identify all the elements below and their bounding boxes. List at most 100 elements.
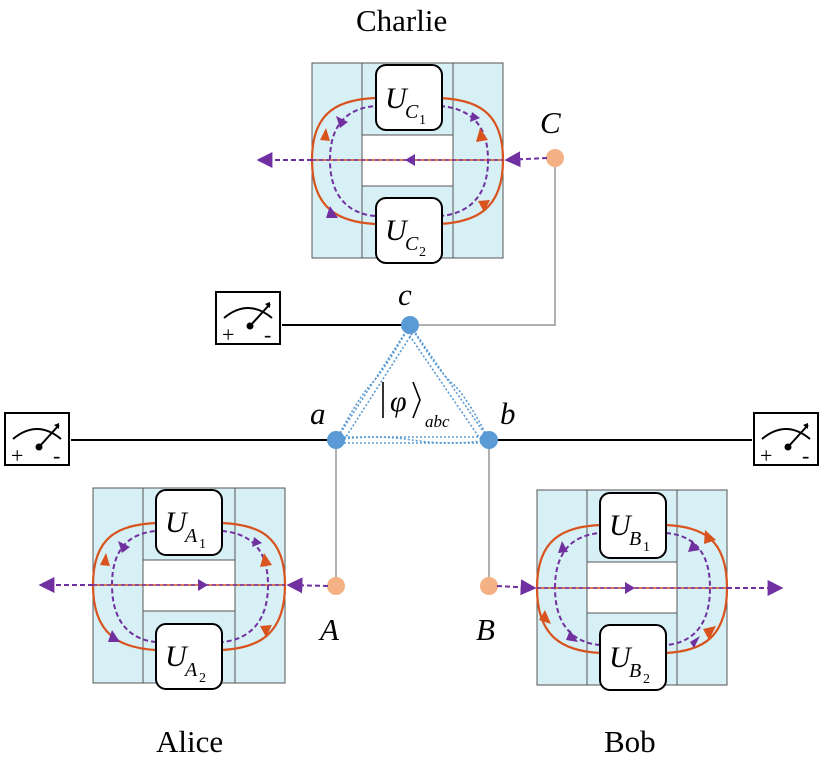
meter-a-minus: - <box>53 443 60 468</box>
meter-a-plus: + <box>11 443 23 468</box>
bob-u-bottom-index: 2 <box>643 672 650 687</box>
charlie-u-top-main: U <box>385 82 409 115</box>
charlie-arrow-2 <box>476 128 488 142</box>
state-subscript: abc <box>425 412 450 431</box>
alice-u-top-sub: A <box>183 525 198 547</box>
charlie-arrow-3 <box>478 200 490 212</box>
triangle-edge-bc-wave <box>409 324 490 441</box>
bob-purple-loop <box>554 532 712 646</box>
charlie-u-top-sub: C <box>405 101 419 123</box>
node-C <box>546 149 564 167</box>
alice-arrow-2 <box>260 553 272 567</box>
charlie-arrow-mid <box>405 154 415 166</box>
bob-arrow-7 <box>690 636 700 648</box>
node-label-c: c <box>398 277 412 312</box>
triangle-edge-ac-wave <box>335 324 411 441</box>
node-A <box>327 577 345 595</box>
party-label-bob: Bob <box>604 724 656 759</box>
charlie-arrow-5 <box>336 116 348 128</box>
bob-arrow-2 <box>704 530 716 544</box>
alice-purple-loop <box>111 530 270 643</box>
meter-b-minus: - <box>802 443 809 468</box>
alice-u-top-index: 1 <box>199 537 206 552</box>
node-label-C: C <box>540 105 561 140</box>
meter-c-needle <box>249 303 271 327</box>
meter-a-needle <box>38 424 60 448</box>
bob-input-line <box>496 579 537 596</box>
alice-u-bottom-box <box>155 623 223 690</box>
bob-u-bottom-box <box>599 624 667 691</box>
alice-arrow-5 <box>118 541 130 553</box>
alice-u-bottom-main: U <box>165 640 189 673</box>
alice-u-bottom-index: 2 <box>199 671 206 686</box>
meter-c-plus: + <box>222 322 234 347</box>
bob-u-top-box <box>599 492 667 559</box>
meter-c-pivot <box>246 322 254 330</box>
meter-c-box <box>215 291 281 345</box>
wire-c-C <box>410 158 556 326</box>
meter-a: + - <box>4 412 70 468</box>
bob-arrow-1 <box>539 610 551 624</box>
alice-arrow-4 <box>108 630 120 642</box>
meter-c-arc <box>223 307 273 319</box>
ket-angle <box>412 381 421 419</box>
charlie-arrow-6 <box>470 112 480 122</box>
bob-u-bottom: U B 2 <box>599 624 667 691</box>
meter-b-pivot <box>784 443 792 451</box>
charlie-u-top-box <box>375 64 443 131</box>
alice-u-bottom: U A 2 <box>155 623 223 690</box>
meter-a-box <box>4 412 70 466</box>
alice-arrow-3 <box>260 625 272 637</box>
node-label-b: b <box>500 396 516 431</box>
charlie-input-line <box>504 151 548 168</box>
wires <box>71 158 752 586</box>
bob-arrow-5 <box>688 540 700 552</box>
node-b <box>480 431 498 449</box>
state-symbol: φ <box>390 385 407 418</box>
bob-u-top-index: 1 <box>643 540 650 555</box>
bob-arrow-6 <box>566 630 578 642</box>
meter-c-minus: - <box>264 322 271 347</box>
bob-u-top-sub: B <box>629 528 641 550</box>
nodes <box>327 149 564 595</box>
bob-arrow-4 <box>558 541 568 553</box>
state-label: φ abc <box>382 381 450 431</box>
meter-b-box <box>753 412 819 466</box>
charlie-arrow-1 <box>320 128 330 141</box>
alice-arrow-6 <box>252 537 262 547</box>
node-label-A: A <box>318 612 340 647</box>
entangled-triangle <box>335 324 490 444</box>
meter-b-arc <box>761 428 811 440</box>
triangle-edge-ac-2 <box>341 328 416 444</box>
triangle-edge-ab-wave <box>335 436 490 444</box>
triangle-edge-bc-2 <box>404 328 484 444</box>
party-label-charlie: Charlie <box>356 3 447 38</box>
bob-arrow-3 <box>703 626 716 640</box>
meter-b: + - <box>753 412 819 468</box>
meter-a-arc <box>12 428 62 440</box>
bob-u-bottom-main: U <box>609 641 633 674</box>
bob-arrow-mid <box>625 582 635 594</box>
meter-c: + - <box>215 291 281 347</box>
charlie-u-bottom-main: U <box>385 214 409 247</box>
alice-u-top-main: U <box>165 506 189 539</box>
meter-b-plus: + <box>760 443 772 468</box>
bob-u-top-main: U <box>609 509 633 542</box>
alice-arrow-1 <box>100 553 110 566</box>
bob-u-top: U B 1 <box>599 492 667 559</box>
alice-arrow-mid <box>198 579 208 591</box>
alice-input-line <box>286 577 329 594</box>
charlie-arrow-4 <box>326 206 338 218</box>
charlie-u-top-index: 1 <box>419 113 426 128</box>
charlie-u-bottom-index: 2 <box>419 245 426 260</box>
alice-u-bottom-sub: A <box>183 659 198 681</box>
meter-a-needle-tip <box>54 423 59 429</box>
node-a <box>327 431 345 449</box>
bob-u-bottom-sub: B <box>629 660 641 682</box>
charlie-u-bottom-box <box>375 197 443 264</box>
meter-c-needle-tip <box>265 302 270 308</box>
charlie-u-bottom-sub: C <box>405 233 419 255</box>
charlie-u-bottom: U C 2 <box>375 197 443 264</box>
meter-b-needle <box>787 424 809 448</box>
